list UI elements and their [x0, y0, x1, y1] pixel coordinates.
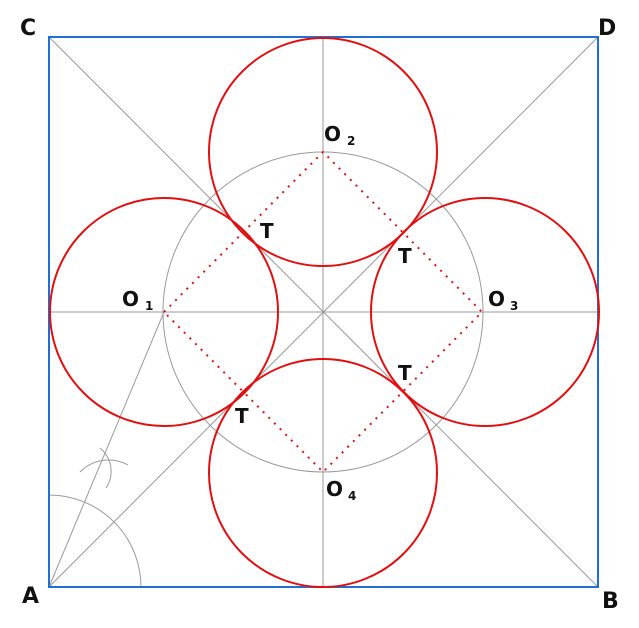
- corner-label-c: C: [20, 16, 36, 41]
- center-sub-o1: 1: [145, 299, 153, 313]
- tangent-label-upper-right: T: [398, 244, 412, 268]
- red-circles: [49, 37, 600, 588]
- center-letter-o3: O: [488, 287, 505, 311]
- center-label-o1: O 1: [122, 287, 153, 313]
- corner-label-a: A: [22, 584, 39, 609]
- center-sub-o4: 4: [348, 489, 356, 503]
- center-sub-o3: 3: [510, 299, 518, 313]
- circle-o1: [49, 197, 279, 427]
- corner-label-d: D: [598, 16, 616, 41]
- center-letter-o2: O: [324, 122, 341, 146]
- circle-o2: [208, 37, 438, 267]
- tangent-label-upper-left: T: [260, 219, 274, 243]
- construction-lines: [48, 36, 599, 588]
- center-label-o3: O 3: [488, 287, 518, 313]
- construction-arc-large: [48, 494, 142, 588]
- circle-o4: [208, 358, 438, 588]
- center-letter-o1: O: [122, 287, 139, 311]
- corner-label-b: B: [602, 589, 619, 614]
- center-letter-o4: O: [326, 477, 343, 501]
- bisector-line: [48, 311, 165, 588]
- tangent-label-lower-right: T: [398, 361, 412, 385]
- tangent-label-lower-left: T: [235, 404, 249, 428]
- center-label-o4: O 4: [326, 477, 356, 503]
- circle-o3: [370, 197, 600, 427]
- center-label-o2: O 2: [324, 122, 355, 148]
- construction-arc-small-1: [79, 459, 129, 473]
- center-sub-o2: 2: [347, 134, 355, 148]
- construction-arc-small-2: [99, 447, 112, 489]
